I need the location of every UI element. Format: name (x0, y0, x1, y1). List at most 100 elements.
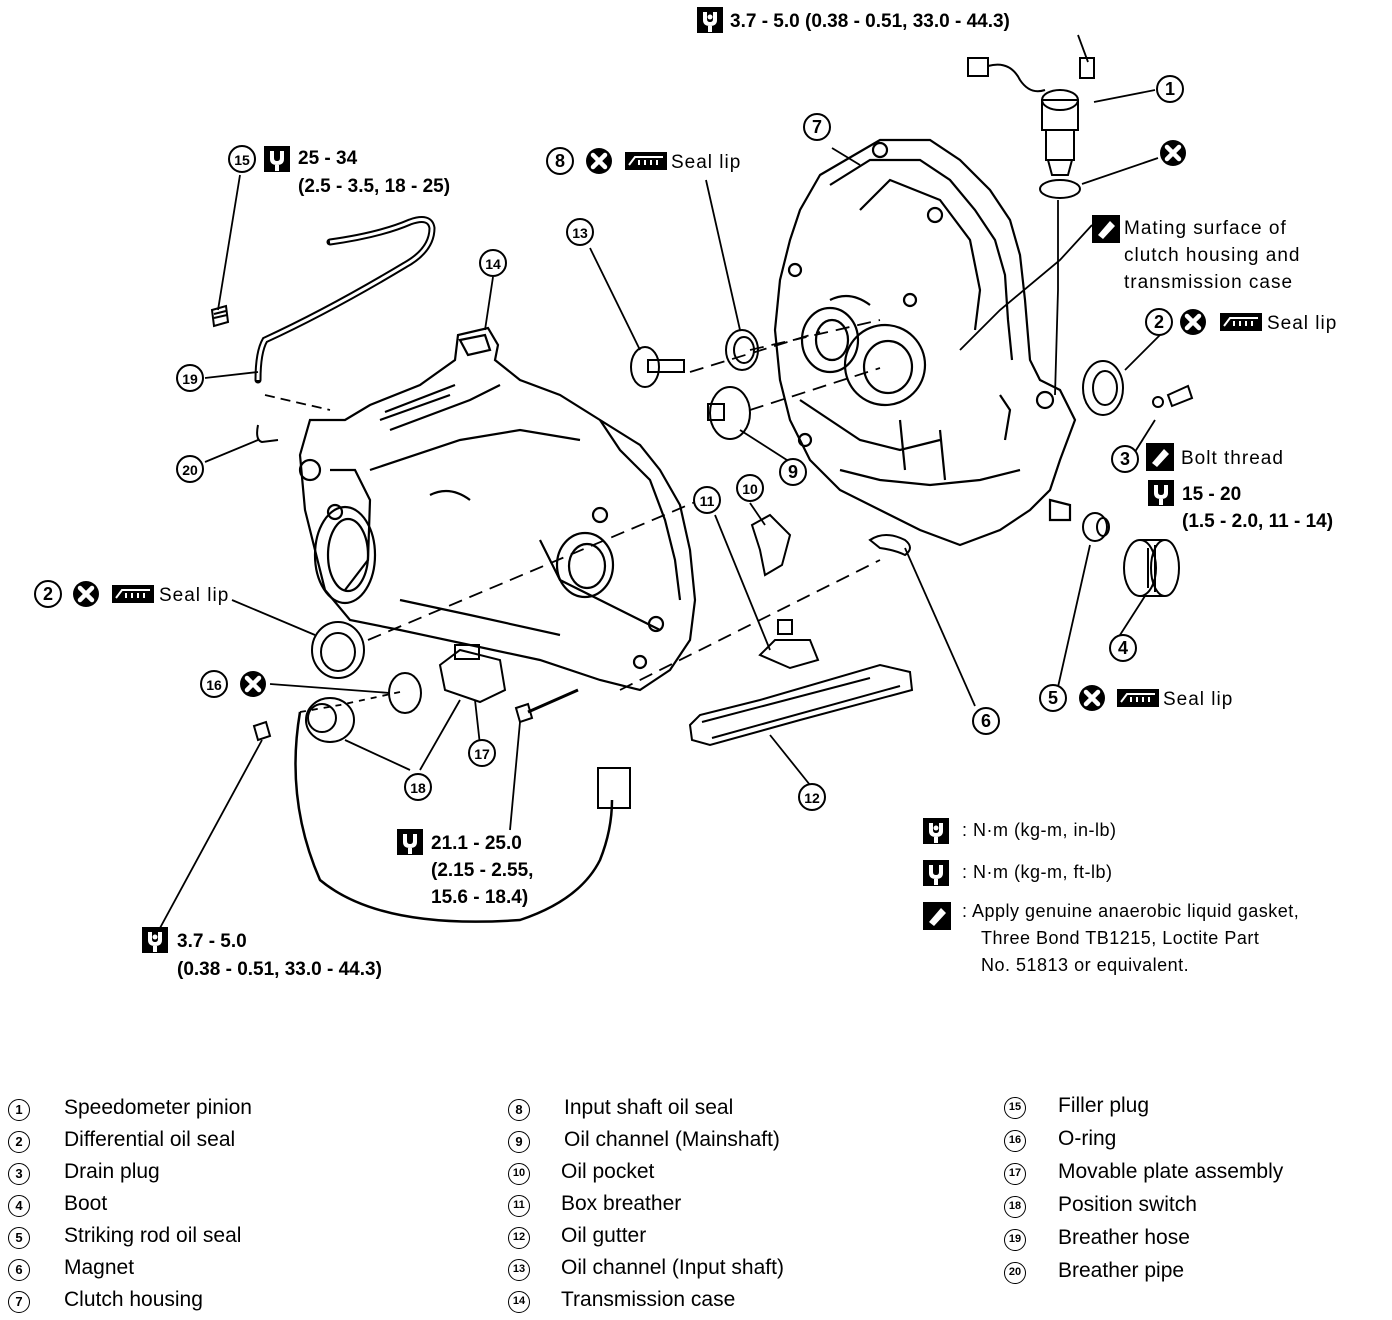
part-name: Differential oil seal (64, 1128, 236, 1151)
callout-5: 5 (1039, 684, 1067, 712)
grease-icon (111, 584, 155, 604)
symbol-legend: : N·m (kg-m, in-lb) : N·m (kg-m, ft-lb) … (923, 818, 1299, 975)
torque-wrench-icon (697, 7, 723, 33)
part-number: 11 (508, 1195, 530, 1217)
exploded-view-diagram: 1 7 8 15 13 14 2 19 3 20 9 10 11 2 4 16 … (34, 7, 1337, 980)
part-name: Speedometer pinion (64, 1096, 252, 1119)
svg-text:5: 5 (1048, 688, 1058, 708)
part-name: O-ring (1058, 1127, 1117, 1150)
svg-text:7: 7 (812, 117, 822, 137)
callout-4: 4 (1109, 634, 1137, 662)
callout-9: 9 (779, 458, 807, 486)
callout-2-right: 2 (1145, 308, 1173, 336)
legend-gasket-line2: Three Bond TB1215, Loctite Part (981, 928, 1259, 948)
callout-12: 12 (798, 783, 826, 811)
part-name: Drain plug (64, 1160, 160, 1183)
svg-text:19: 19 (182, 371, 198, 387)
do-not-reuse-icon (240, 671, 266, 697)
part-number: 17 (1004, 1163, 1026, 1185)
part-number: 12 (508, 1227, 530, 1249)
legend-in-lb: : N·m (kg-m, in-lb) (962, 820, 1117, 840)
part-name: Breather hose (1058, 1226, 1190, 1249)
mating-surface-line3: transmission case (1124, 272, 1293, 293)
clutch-housing (773, 138, 1077, 547)
do-not-reuse-icon (1079, 685, 1105, 711)
callout-3: 3 (1111, 445, 1139, 473)
seal-lip-note-2-left: Seal lip (159, 585, 229, 606)
torque-ft-lb-icon (923, 860, 949, 886)
part-name: Oil gutter (561, 1224, 647, 1247)
torque-spec-18-line2: (0.38 - 0.51, 33.0 - 44.3) (177, 959, 382, 980)
part-number: 13 (508, 1259, 530, 1281)
torque-in-lb-icon (923, 818, 949, 844)
torque-spec-17-line3: 15.6 - 18.4) (431, 887, 528, 908)
legend-gasket-line1: : Apply genuine anaerobic liquid gasket, (962, 901, 1299, 921)
part-name: Clutch housing (64, 1288, 203, 1311)
grease-icon (1219, 312, 1263, 332)
svg-text:2: 2 (43, 584, 53, 604)
part-name: Striking rod oil seal (64, 1224, 242, 1247)
torque-wrench-icon (397, 829, 423, 855)
callout-14: 14 (479, 249, 507, 277)
callout-8: 8 (546, 147, 574, 175)
svg-text:8: 8 (555, 151, 565, 171)
part-name: Boot (64, 1192, 108, 1215)
svg-text:14: 14 (485, 256, 501, 272)
bolt-thread-note: Bolt thread (1181, 448, 1284, 469)
part-number: 8 (508, 1099, 530, 1121)
part-name: Breather pipe (1058, 1259, 1185, 1282)
mating-surface-line2: clutch housing and (1124, 245, 1300, 266)
svg-text:18: 18 (410, 780, 426, 796)
svg-text:2: 2 (1154, 312, 1164, 332)
part-number: 6 (8, 1259, 30, 1281)
callout-13: 13 (566, 218, 594, 246)
svg-text:11: 11 (700, 493, 715, 509)
torque-spec-3-line1: 15 - 20 (1182, 484, 1241, 505)
part-number: 19 (1004, 1229, 1026, 1251)
part-name: Position switch (1058, 1193, 1197, 1216)
grease-icon (624, 151, 668, 171)
part-name: Transmission case (561, 1288, 736, 1311)
part-number: 3 (8, 1163, 30, 1185)
gasket-icon (1146, 443, 1174, 471)
svg-text:10: 10 (742, 481, 758, 497)
torque-wrench-icon (142, 927, 168, 953)
callout-6: 6 (972, 707, 1000, 735)
callout-2-left: 2 (34, 580, 62, 608)
callout-7: 7 (803, 113, 831, 141)
callout-11: 11 (693, 486, 721, 514)
torque-spec-17-line1: 21.1 - 25.0 (431, 833, 522, 854)
part-name: Movable plate assembly (1058, 1160, 1284, 1183)
svg-text:1: 1 (1165, 79, 1175, 99)
part-number: 9 (508, 1131, 530, 1153)
leader-lines (159, 34, 1161, 929)
callout-15: 15 (228, 145, 256, 173)
do-not-reuse-icon (73, 581, 99, 607)
part-number: 1 (8, 1099, 30, 1121)
callout-10: 10 (736, 474, 764, 502)
part-number: 14 (508, 1291, 530, 1313)
svg-text:12: 12 (804, 790, 820, 806)
part-number: 7 (8, 1291, 30, 1313)
torque-spec-15-line1: 25 - 34 (298, 148, 358, 169)
part-name: Box breather (561, 1192, 682, 1215)
svg-text:17: 17 (474, 746, 490, 762)
do-not-reuse-icon (1160, 140, 1186, 166)
torque-wrench-icon (264, 146, 290, 172)
do-not-reuse-icon (586, 148, 612, 174)
svg-text:6: 6 (981, 711, 991, 731)
part-number: 20 (1004, 1262, 1026, 1284)
part-name: Oil channel (Input shaft) (561, 1256, 784, 1279)
svg-text:20: 20 (182, 462, 198, 478)
seal-lip-note-2-right: Seal lip (1267, 313, 1337, 334)
part-number: 16 (1004, 1130, 1026, 1152)
gasket-icon (1092, 215, 1120, 243)
legend-gasket-line3: No. 51813 or equivalent. (981, 955, 1189, 975)
do-not-reuse-icon (1180, 309, 1206, 335)
svg-text:3: 3 (1120, 449, 1130, 469)
part-name: Oil pocket (561, 1160, 655, 1183)
callout-16: 16 (200, 670, 228, 698)
part-name: Oil channel (Mainshaft) (564, 1128, 780, 1151)
torque-spec-15-line2: (2.5 - 3.5, 18 - 25) (298, 176, 450, 197)
